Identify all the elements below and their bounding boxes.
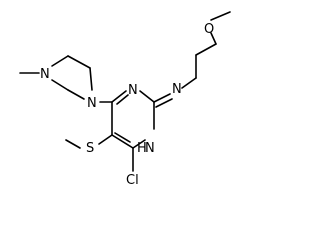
atom-labels: N N N H N N O S Cl — [40, 22, 214, 188]
bond-c2-c3 — [195, 43, 217, 56]
atom-label-o-ether: O — [204, 22, 214, 37]
bond-c2-namine-double — [155, 98, 173, 108]
molecule-structure: N N N H N N O S Cl — [19, 11, 231, 188]
atom-label-n-amine: N — [172, 82, 182, 97]
atom-label-n-methylpiperazine: N — [40, 67, 50, 82]
bond-n3-c2 — [139, 90, 155, 103]
bond-pip-2 — [67, 55, 91, 69]
bond-c6-c5-double — [114, 132, 131, 143]
bond-c6-c5 — [111, 134, 134, 149]
bond-c4-n3-double — [116, 94, 129, 105]
bond-pip-4 — [51, 79, 69, 91]
atom-label-n-piperazine-aryl: N — [87, 96, 97, 111]
bond-n1-c6 — [132, 139, 146, 149]
bond-c5-s — [98, 134, 113, 145]
bond-c3-o — [210, 32, 217, 45]
atom-label-n-ring: N — [128, 83, 138, 98]
bond-group — [19, 11, 231, 172]
bond-c4-n3 — [111, 90, 127, 103]
atom-label-s-thio: S — [86, 141, 94, 156]
bond-o-methyl — [210, 11, 231, 21]
bond-pip-3 — [89, 67, 93, 91]
bond-pip-5 — [67, 89, 85, 100]
atom-label-n-ring-nh: N — [145, 141, 155, 156]
atom-label-cl: Cl — [126, 173, 139, 188]
atom-label-h-ring: H — [137, 141, 147, 156]
bond-s-methyl — [65, 139, 81, 149]
bond-namine-c1 — [181, 77, 197, 89]
bond-pip-1 — [51, 55, 69, 67]
bond-c2-namine — [153, 93, 171, 103]
